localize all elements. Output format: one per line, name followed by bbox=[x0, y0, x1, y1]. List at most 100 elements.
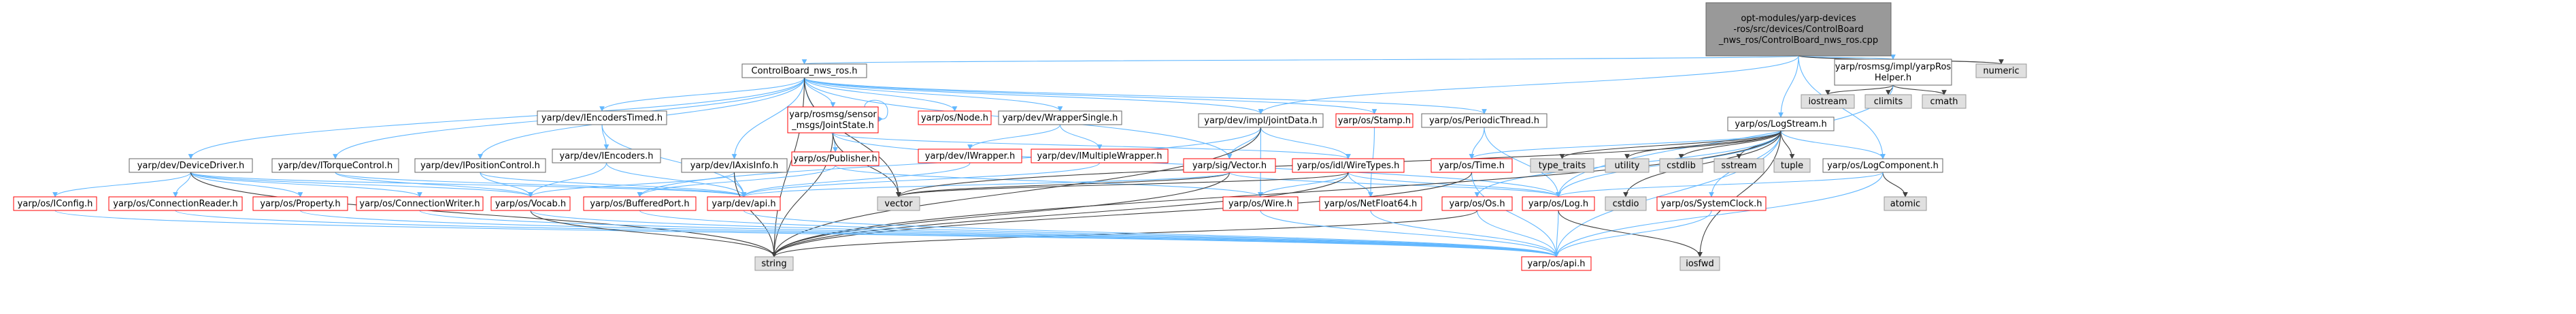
edge-devicedriver-to-iconfig bbox=[52, 172, 192, 198]
node-devicedriver-box bbox=[129, 158, 253, 173]
node-oslog[interactable]: yarp/os/Log.h bbox=[1522, 196, 1595, 211]
node-stamp-box bbox=[1335, 113, 1414, 128]
node-cb[interactable]: ControlBoard_nws_ros.h bbox=[741, 63, 867, 78]
node-stamp[interactable]: yarp/os/Stamp.h bbox=[1335, 113, 1414, 128]
node-connreader-label-line-0: yarp/os/ConnectionReader.h bbox=[113, 199, 238, 209]
node-ostime-box bbox=[1431, 158, 1513, 173]
edge-iaxisinfo-to-vocab bbox=[528, 172, 735, 198]
node-publisher-box bbox=[791, 151, 880, 166]
edge-wiretypes-to-netfloat bbox=[1348, 172, 1373, 198]
node-iencoders[interactable]: yarp/dev/IEncoders.h bbox=[552, 148, 661, 163]
node-jointdata[interactable]: yarp/dev/impl/jointData.h bbox=[1198, 113, 1324, 128]
node-osos[interactable]: yarp/os/Os.h bbox=[1441, 196, 1513, 211]
edge-bufferedport-to-osapi bbox=[639, 210, 1559, 257]
node-sigvector[interactable]: yarp/sig/Vector.h bbox=[1183, 158, 1276, 173]
node-iwrapper[interactable]: yarp/dev/IWrapper.h bbox=[918, 148, 1022, 163]
edge-oslog-to-iosfwd bbox=[1558, 210, 1703, 257]
node-iconfig[interactable]: yarp/os/IConfig.h bbox=[13, 196, 97, 211]
node-wrappersingle-label-line-0: yarp/dev/WrapperSingle.h bbox=[1003, 113, 1118, 123]
node-logstream[interactable]: yarp/os/LogStream.h bbox=[1727, 116, 1835, 131]
node-cstdio: cstdio bbox=[1605, 196, 1647, 211]
edge-sysclock-to-osapi bbox=[1554, 210, 1712, 257]
node-osos-label-line-0: yarp/os/Os.h bbox=[1449, 199, 1505, 209]
node-devicedriver-label-line-0: yarp/dev/DeviceDriver.h bbox=[137, 161, 245, 171]
edge-wiretypes-to-string bbox=[771, 172, 1349, 257]
node-periodic-label-line-0: yarp/os/PeriodicThread.h bbox=[1429, 116, 1539, 126]
edge-vocab-to-string bbox=[530, 210, 777, 257]
node-iaxisinfo-label-line-0: yarp/dev/IAxisInfo.h bbox=[690, 161, 779, 171]
edge-property-to-osapi bbox=[299, 210, 1559, 257]
node-imultiwrapper[interactable]: yarp/dev/IMultipleWrapper.h bbox=[1031, 148, 1169, 163]
nodes-layer: opt-modules/yarp-devices-ros/src/devices… bbox=[13, 2, 2027, 271]
node-sysclock[interactable]: yarp/os/SystemClock.h bbox=[1656, 196, 1767, 211]
node-property[interactable]: yarp/os/Property.h bbox=[252, 196, 348, 211]
edge-periodic-to-ostime bbox=[1469, 127, 1485, 159]
edge-logstream-to-osapi bbox=[1554, 130, 1782, 257]
node-ostime[interactable]: yarp/os/Time.h bbox=[1431, 158, 1513, 173]
node-itorque[interactable]: yarp/dev/ITorqueControl.h bbox=[271, 158, 399, 173]
node-sysclock-box bbox=[1656, 196, 1767, 211]
node-iosfwd: iosfwd bbox=[1679, 256, 1720, 271]
edge-devicedriver-to-connwriter bbox=[190, 172, 422, 198]
node-utility-label-line-0: utility bbox=[1615, 161, 1640, 171]
node-imultiwrapper-label-line-0: yarp/dev/IMultipleWrapper.h bbox=[1037, 151, 1162, 161]
node-imultiwrapper-box bbox=[1031, 148, 1169, 163]
node-devicedriver[interactable]: yarp/dev/DeviceDriver.h bbox=[129, 158, 253, 173]
node-climits-label-line-0: climits bbox=[1874, 97, 1903, 107]
node-vocab[interactable]: yarp/os/Vocab.h bbox=[490, 196, 571, 211]
edge-devicedriver-to-string bbox=[190, 172, 777, 257]
node-iaxisinfo[interactable]: yarp/dev/IAxisInfo.h bbox=[681, 158, 788, 173]
node-logcomponent-label-line-0: yarp/os/LogComponent.h bbox=[1827, 161, 1939, 171]
node-cmath-box bbox=[1922, 94, 1967, 109]
node-periodic[interactable]: yarp/os/PeriodicThread.h bbox=[1421, 113, 1548, 128]
node-netfloat[interactable]: yarp/os/NetFloat64.h bbox=[1319, 196, 1422, 211]
node-iosfwd-label-line-0: iosfwd bbox=[1686, 259, 1714, 269]
node-root[interactable]: opt-modules/yarp-devices-ros/src/devices… bbox=[1705, 2, 1892, 57]
edge-wrappersingle-to-iwrapper bbox=[967, 124, 1061, 150]
node-itorque-box bbox=[271, 158, 399, 173]
node-stamp-label-line-0: yarp/os/Stamp.h bbox=[1338, 116, 1411, 126]
edge-iconfig-to-osapi bbox=[54, 210, 1559, 257]
edge-root-to-jointdata bbox=[1258, 55, 1799, 114]
node-jointstate[interactable]: yarp/rosmsg/sensor_msgs/JointState.h bbox=[787, 106, 879, 134]
node-iostream-box bbox=[1801, 94, 1855, 109]
edge-oslog-to-osapi bbox=[1554, 210, 1559, 257]
node-ostime-label-line-0: yarp/os/Time.h bbox=[1439, 161, 1505, 171]
node-sstream-box bbox=[1713, 158, 1764, 173]
node-osos-box bbox=[1441, 196, 1513, 211]
node-publisher-label-line-0: yarp/os/Publisher.h bbox=[793, 154, 877, 164]
node-publisher[interactable]: yarp/os/Publisher.h bbox=[791, 151, 880, 166]
node-wiretypes[interactable]: yarp/os/idl/WireTypes.h bbox=[1292, 158, 1405, 173]
node-root-label-line-0: opt-modules/yarp-devices bbox=[1741, 14, 1856, 24]
node-wire[interactable]: yarp/os/Wire.h bbox=[1222, 196, 1299, 211]
node-encodertimed[interactable]: yarp/dev/IEncodersTimed.h bbox=[537, 110, 667, 125]
node-connwriter[interactable]: yarp/os/ConnectionWriter.h bbox=[356, 196, 484, 211]
node-cmath-label-line-0: cmath bbox=[1930, 97, 1958, 107]
node-climits: climits bbox=[1864, 94, 1912, 109]
node-wire-label-line-0: yarp/os/Wire.h bbox=[1228, 199, 1292, 209]
node-sigvector-box bbox=[1183, 158, 1276, 173]
node-bufferedport[interactable]: yarp/os/BufferedPort.h bbox=[583, 196, 697, 211]
node-wire-box bbox=[1222, 196, 1299, 211]
node-node[interactable]: yarp/os/Node.h bbox=[918, 110, 992, 125]
edge-devicedriver-to-devapi bbox=[190, 172, 747, 198]
node-oslog-label-line-0: yarp/os/Log.h bbox=[1528, 199, 1588, 209]
edge-cb-to-jointstate bbox=[803, 77, 836, 108]
node-numeric-box bbox=[1975, 63, 2027, 78]
edge-roshelper-to-cmath bbox=[1892, 84, 1947, 95]
node-devapi[interactable]: yarp/dev/api.h bbox=[707, 196, 781, 211]
node-iposition[interactable]: yarp/dev/IPositionControl.h bbox=[414, 158, 546, 173]
edge-logcomponent-to-osapi bbox=[1554, 172, 1884, 257]
node-connreader[interactable]: yarp/os/ConnectionReader.h bbox=[108, 196, 243, 211]
node-wrappersingle[interactable]: yarp/dev/WrapperSingle.h bbox=[998, 110, 1122, 125]
node-logcomponent[interactable]: yarp/os/LogComponent.h bbox=[1822, 158, 1943, 173]
node-root-label-line-1: -ros/src/devices/ControlBoard bbox=[1733, 25, 1863, 35]
node-connreader-box bbox=[108, 196, 243, 211]
node-iposition-label-line-0: yarp/dev/IPositionControl.h bbox=[420, 161, 540, 171]
edge-vocab-to-osapi bbox=[530, 210, 1559, 257]
edge-connreader-to-osapi bbox=[175, 210, 1559, 257]
node-osapi[interactable]: yarp/os/api.h bbox=[1521, 256, 1592, 271]
edge-logstream-to-cstdio bbox=[1623, 130, 1782, 198]
